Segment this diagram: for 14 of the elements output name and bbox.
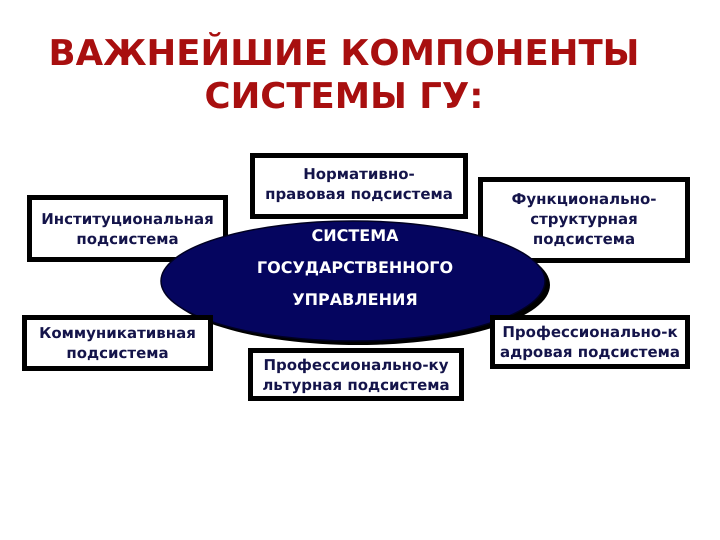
subsystem-box: [490, 315, 690, 369]
subsystem-box: [248, 348, 464, 401]
box-label: Профессионально-к адровая подсистема: [500, 322, 680, 362]
subsystem-box: [22, 315, 213, 371]
box-label: Профессионально-ку льтурная подсистема: [262, 354, 450, 394]
subsystem-box: [27, 195, 228, 262]
subsystem-box: [478, 177, 690, 263]
title: ВАЖНЕЙШИЕ КОМПОНЕНТЫ СИСТЕМЫ ГУ:: [48, 32, 640, 118]
box-label: Функционально- структурная подсистема: [512, 188, 656, 248]
box-label: Коммуникативная подсистема: [39, 323, 196, 363]
box-label: Институциональная подсистема: [41, 208, 214, 248]
subsystem-box: [250, 153, 468, 219]
ellipse-label: СИСТЕМА ГОСУДАРСТВЕННОГО УПРАВЛЕНИЯ: [256, 225, 454, 311]
box-label: Нормативно- правовая подсистема: [265, 164, 453, 204]
